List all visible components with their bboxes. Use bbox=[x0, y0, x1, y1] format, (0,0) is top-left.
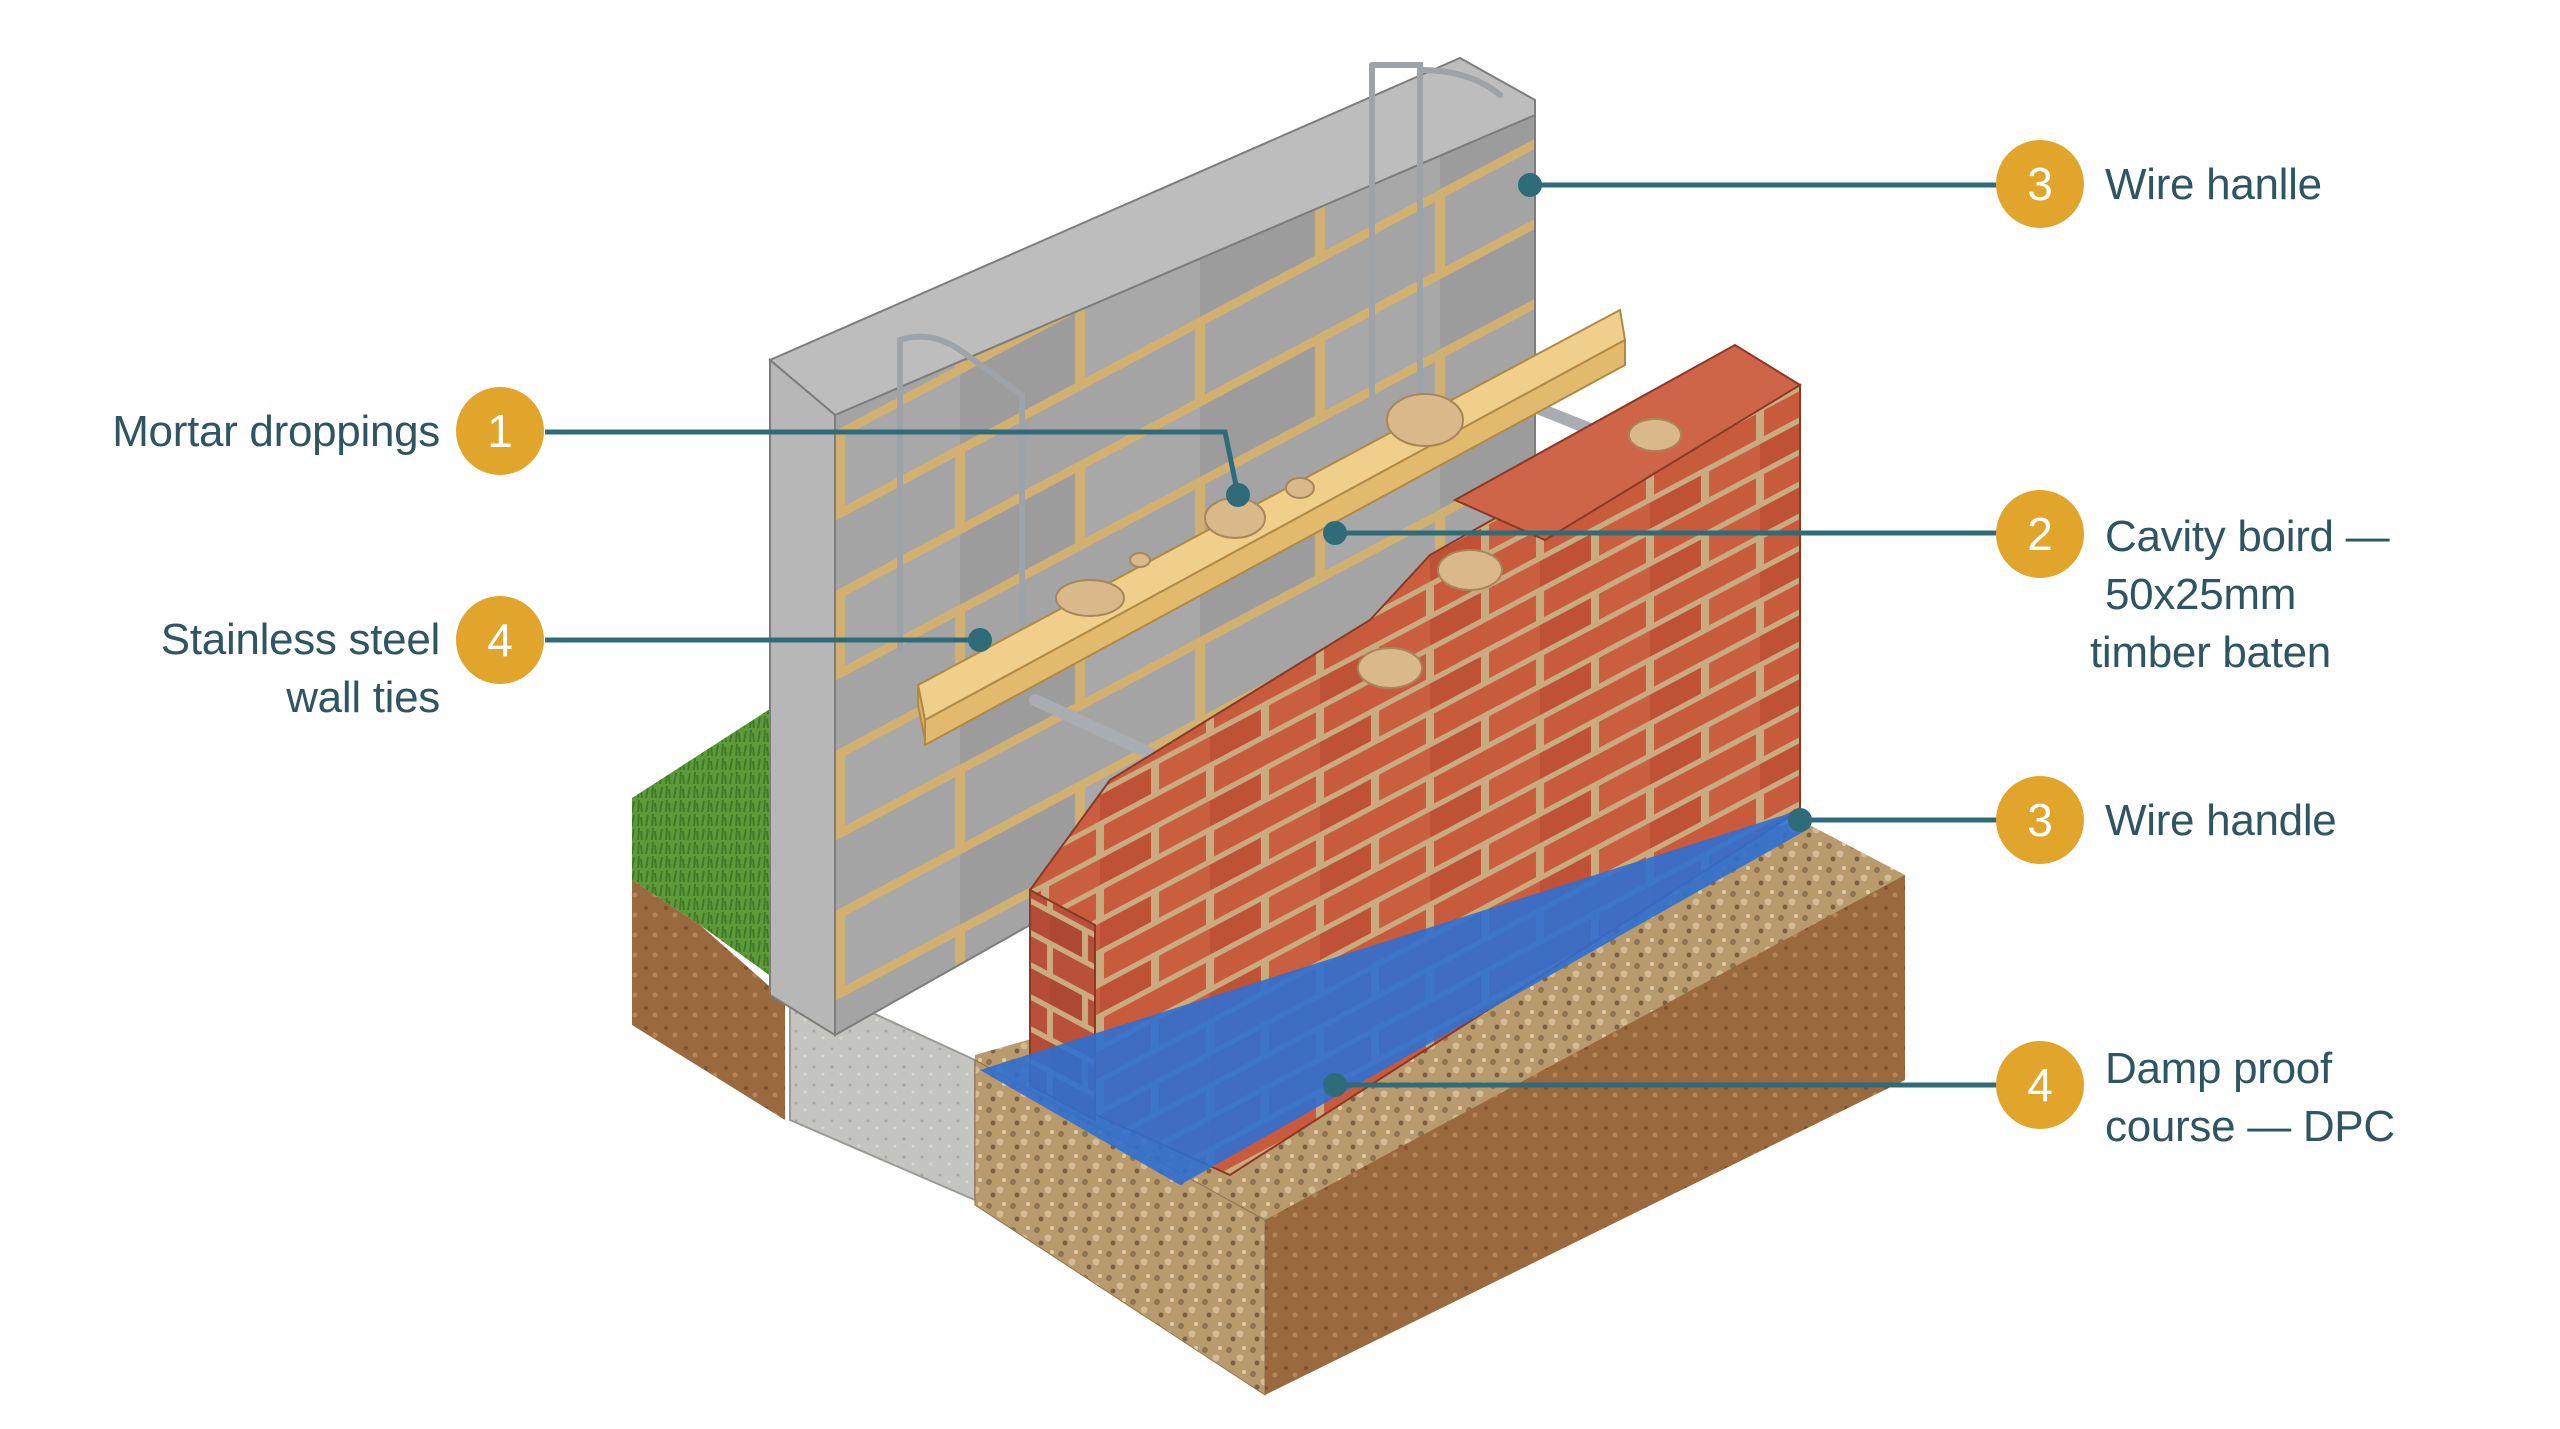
badge-mortar-droppings: 1 bbox=[456, 387, 544, 475]
label-cavity-board: Cavity boird — 50x25mm timber baten bbox=[2090, 512, 2390, 677]
leader-dot-wire-top bbox=[1518, 173, 1542, 197]
wire-handle-right bbox=[1369, 62, 1503, 433]
badge-cavity-board: 2 bbox=[1996, 490, 2084, 578]
leader-dot-ties bbox=[968, 628, 992, 652]
soil-left bbox=[632, 798, 785, 1120]
block-wall-end bbox=[769, 357, 836, 1037]
badge-wire-handle-top: 3 bbox=[1996, 140, 2084, 228]
leader-lines bbox=[545, 182, 2000, 1088]
label-stainless-steel-wall-ties: Stainless steel wall ties bbox=[160, 615, 441, 722]
wire-handle-left bbox=[897, 333, 1025, 653]
leader-dot-cavity bbox=[1323, 521, 1347, 545]
mortar-droppings bbox=[1055, 393, 1464, 617]
soil-right bbox=[1265, 875, 1905, 1395]
label-mortar-droppings: Mortar droppings bbox=[112, 407, 440, 456]
label-wire-handle-top: Wire hanlle bbox=[2105, 160, 2322, 209]
leader-dots bbox=[968, 173, 1812, 1097]
badge-stainless-steel-wall-ties: 4 bbox=[456, 596, 544, 684]
leader-dot-dpc bbox=[1323, 1073, 1347, 1097]
badge-wire-handle-low: 3 bbox=[1996, 776, 2084, 864]
label-damp-proof-course: Damp proof course — DPC bbox=[2105, 1044, 2395, 1151]
leader-dot-mortar bbox=[1226, 483, 1250, 507]
brick-wall-top bbox=[1452, 343, 1802, 542]
cavity-batten-face bbox=[924, 338, 1626, 747]
brick-mortar-blobs bbox=[1357, 418, 1682, 689]
label-wire-handle-low: Wire handle bbox=[2105, 796, 2337, 845]
dpc-membrane bbox=[980, 810, 1810, 1185]
leader-dot-wire-low bbox=[1788, 808, 1812, 832]
badge-damp-proof-course: 4 bbox=[1996, 1041, 2084, 1129]
leader-mortar bbox=[545, 429, 1241, 496]
